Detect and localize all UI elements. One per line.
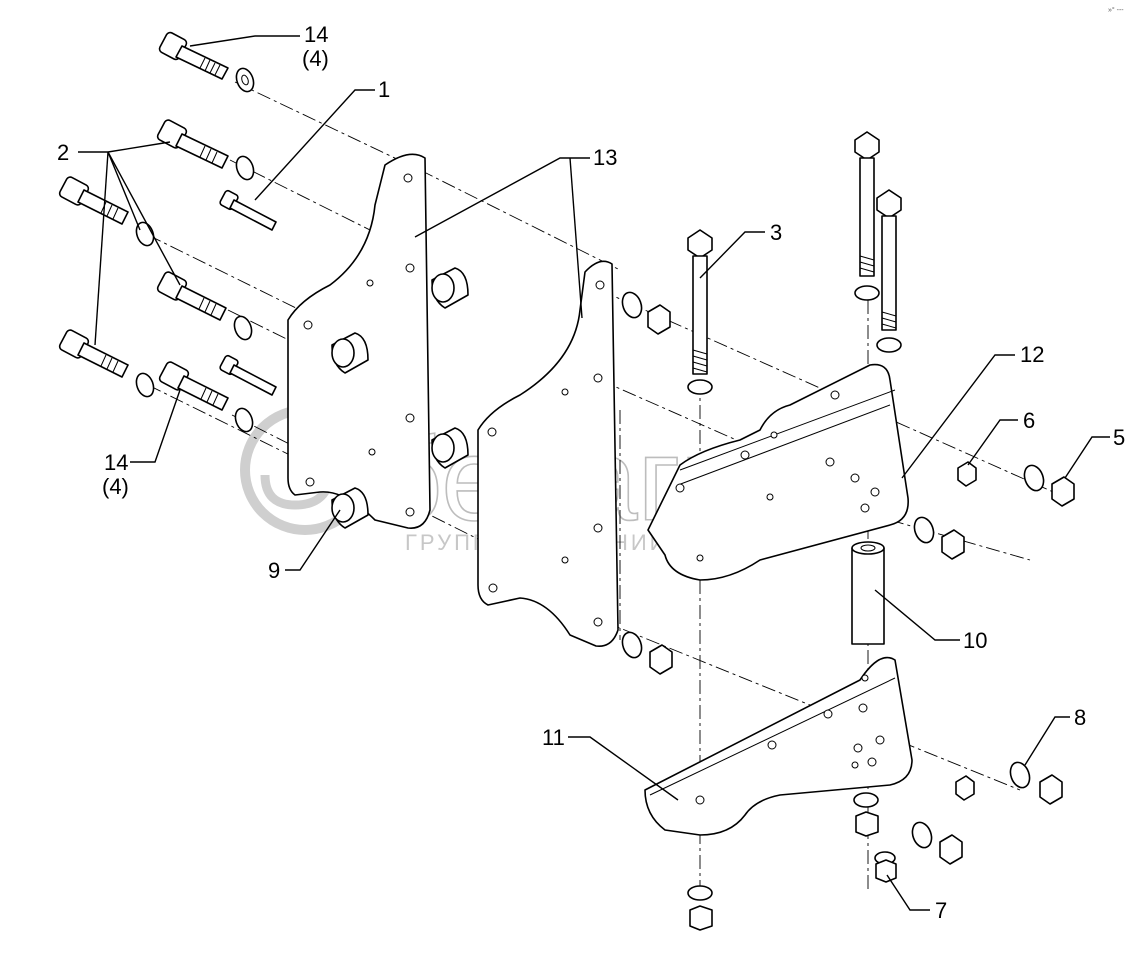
callout-labels: 14 (4) 1 2 13 3 12 6 5 14 (4) 9 10 8 11 … [57, 22, 1125, 923]
bolt-14-bottom [158, 361, 254, 433]
callout-11: 11 [542, 725, 565, 750]
washer-nut-set-lower [621, 631, 673, 675]
washer-nut-mid-right [913, 516, 965, 560]
washer-nut-bottom-left [687, 885, 713, 931]
callout-14-bottom: 14 [104, 450, 128, 475]
bolt-2-middle-left [58, 176, 155, 247]
callout-5: 5 [1113, 425, 1125, 450]
bolt-2-middle [156, 271, 253, 341]
spacer-9-upper [431, 267, 469, 309]
washer-nut-set-upper [621, 291, 671, 335]
callout-14-bottom-qty: (4) [102, 474, 129, 499]
corner-mark: »° --- [1108, 6, 1124, 14]
plate-13 [477, 260, 619, 647]
bolt-2-upper [156, 119, 255, 181]
bracket-12 [647, 363, 909, 581]
spacer-9-right [431, 427, 469, 469]
washer-nut-5 [1023, 464, 1075, 507]
leader-lines [78, 35, 1110, 911]
callout-8: 8 [1074, 705, 1086, 730]
washer-nut-bottom-right [911, 821, 963, 865]
stud-1 [219, 189, 277, 231]
callout-12: 12 [1020, 342, 1044, 367]
callout-10: 10 [963, 628, 987, 653]
washer-nut-8 [1009, 761, 1063, 805]
stud-lower [219, 354, 277, 396]
callout-14-top: 14 [304, 22, 328, 47]
bolt-3 [687, 229, 713, 395]
bracket-11 [644, 656, 913, 836]
nut-7 [874, 851, 897, 883]
callout-1: 1 [378, 77, 390, 102]
callout-13: 13 [593, 145, 617, 170]
spacer-9-middle [331, 332, 369, 374]
bolt-14-top [158, 31, 255, 93]
callout-9: 9 [268, 558, 280, 583]
callout-14-top-qty: (4) [302, 46, 329, 71]
nut-small-right [955, 775, 975, 801]
callout-3: 3 [770, 220, 782, 245]
callout-6: 6 [1023, 408, 1035, 433]
callout-2: 2 [57, 140, 69, 165]
callout-7: 7 [935, 898, 947, 923]
nut-6 [957, 461, 977, 487]
spacer-10 [851, 541, 885, 645]
washer-nut-bottom-center [853, 792, 879, 837]
bolt-2-lower-left [58, 329, 155, 398]
bolt-vertical-short [876, 189, 902, 353]
bolt-vertical-long [854, 131, 880, 301]
